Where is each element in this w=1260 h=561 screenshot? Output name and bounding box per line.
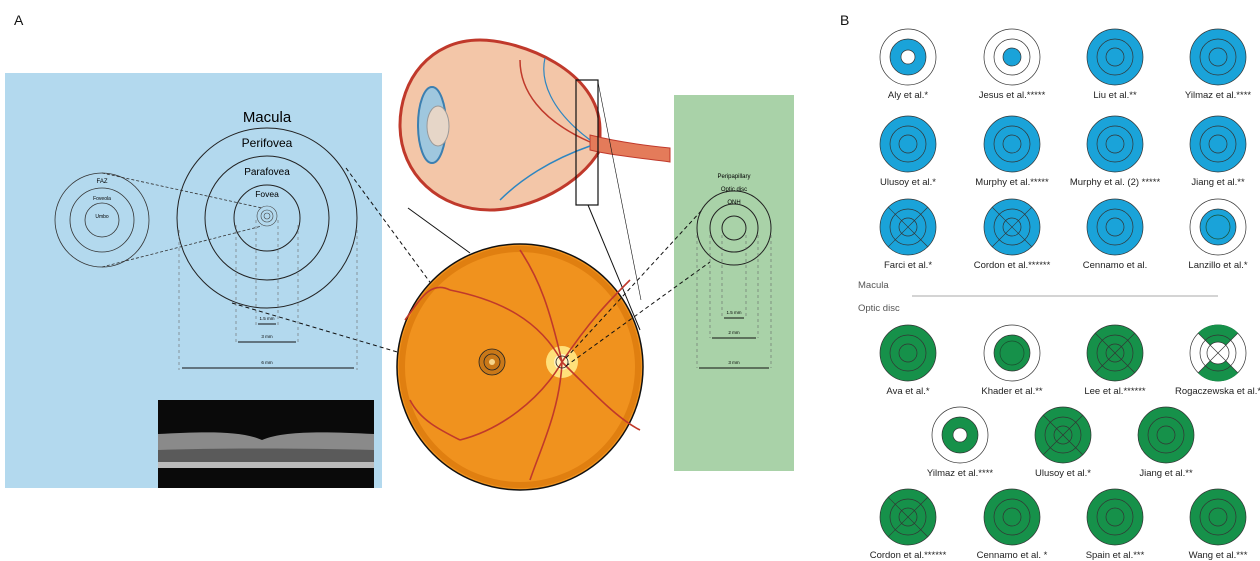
macula-study-3-label: Yilmaz et al.**** — [1185, 90, 1251, 101]
disc-study-5-diagram — [1031, 403, 1095, 467]
macula-study-9-label: Cordon et al.****** — [974, 260, 1051, 271]
disc-dim-3: 3 mm — [728, 360, 740, 365]
macula-title: Macula — [243, 109, 292, 126]
disc-study-5-label: Ulusoy et al.* — [1035, 468, 1091, 479]
disc-study-0-diagram — [876, 321, 940, 385]
disc-study-10-label: Wang et al.*** — [1189, 550, 1248, 561]
disc-study-2-diagram — [1083, 321, 1147, 385]
disc-study-1-diagram — [980, 321, 1044, 385]
parafovea-label: Parafovea — [244, 167, 290, 178]
macula-dim-3: 6 mm — [261, 360, 273, 365]
disc-study-1-label: Khader et al.** — [981, 386, 1042, 397]
faz-label: FAZ — [96, 179, 107, 185]
macula-dim-2: 3 mm — [261, 334, 273, 339]
onh-label: ONH — [727, 200, 740, 206]
macula-study-0-diagram — [876, 25, 940, 89]
macula-study-7-diagram — [1186, 112, 1250, 176]
macula-study-11-label: Lanzillo et al.* — [1188, 260, 1247, 271]
disc-study-7-label: Cordon et al.****** — [870, 550, 947, 561]
macula-study-8-diagram — [876, 195, 940, 259]
macula-section-label: Macula — [858, 280, 889, 291]
macula-study-1-diagram — [980, 25, 1044, 89]
macula-study-4-label: Ulusoy et al.* — [880, 177, 936, 188]
macula-study-6-diagram — [1083, 112, 1147, 176]
macula-study-10-diagram — [1083, 195, 1147, 259]
fundus-image — [397, 244, 643, 490]
disc-study-4-diagram — [928, 403, 992, 467]
disc-study-8-label: Cennamo et al. * — [977, 550, 1048, 561]
macula-study-0-label: Aly et al.* — [888, 90, 928, 101]
disc-study-10-diagram — [1186, 485, 1250, 549]
macula-study-11-diagram — [1186, 195, 1250, 259]
macula-study-7-label: Jiang et al.** — [1191, 177, 1244, 188]
perifovea-label: Perifovea — [242, 136, 293, 150]
disc-study-3-label: Rogaczewska et al.* — [1175, 386, 1260, 397]
macula-study-10-label: Cennamo et al. — [1083, 260, 1147, 271]
disc-dim-1: 1.5 mm — [726, 310, 741, 315]
disc-study-4-label: Yilmaz et al.**** — [927, 468, 993, 479]
macula-study-3-diagram — [1186, 25, 1250, 89]
disc-study-8-diagram — [980, 485, 1044, 549]
macula-study-5-label: Murphy et al.***** — [975, 177, 1048, 188]
oct-scan-image — [158, 400, 374, 488]
disc-dim-2: 2 mm — [728, 330, 740, 335]
optic-disc-panel — [674, 95, 794, 471]
disc-section-label: Optic disc — [858, 303, 900, 314]
optic-disc-label: Optic disc — [721, 187, 747, 193]
macula-study-1-label: Jesus et al.***** — [979, 90, 1046, 101]
macula-study-2-label: Liu et al.** — [1093, 90, 1136, 101]
macula-study-4-diagram — [876, 112, 940, 176]
disc-study-2-label: Lee et al.****** — [1084, 386, 1145, 397]
disc-study-6-diagram — [1134, 403, 1198, 467]
disc-study-0-label: Ava et al.* — [886, 386, 929, 397]
disc-study-7-diagram — [876, 485, 940, 549]
macula-dim-1: 1.5 mm — [259, 316, 274, 321]
macula-study-6-label: Murphy et al. (2) ***** — [1070, 177, 1160, 188]
foveola-label: Foveola — [93, 196, 111, 202]
fovea-label: Fovea — [255, 189, 279, 199]
macula-study-5-diagram — [980, 112, 1044, 176]
disc-study-9-label: Spain et al.*** — [1086, 550, 1145, 561]
macula-study-2-diagram — [1083, 25, 1147, 89]
macula-study-9-diagram — [980, 195, 1044, 259]
peripapillary-label: Peripapillary — [717, 174, 750, 180]
disc-study-6-label: Jiang et al.** — [1139, 468, 1192, 479]
disc-study-3-diagram — [1186, 321, 1250, 385]
disc-study-9-diagram — [1083, 485, 1147, 549]
umbo-label: Umbo — [95, 214, 109, 220]
macula-study-8-label: Farci et al.* — [884, 260, 932, 271]
